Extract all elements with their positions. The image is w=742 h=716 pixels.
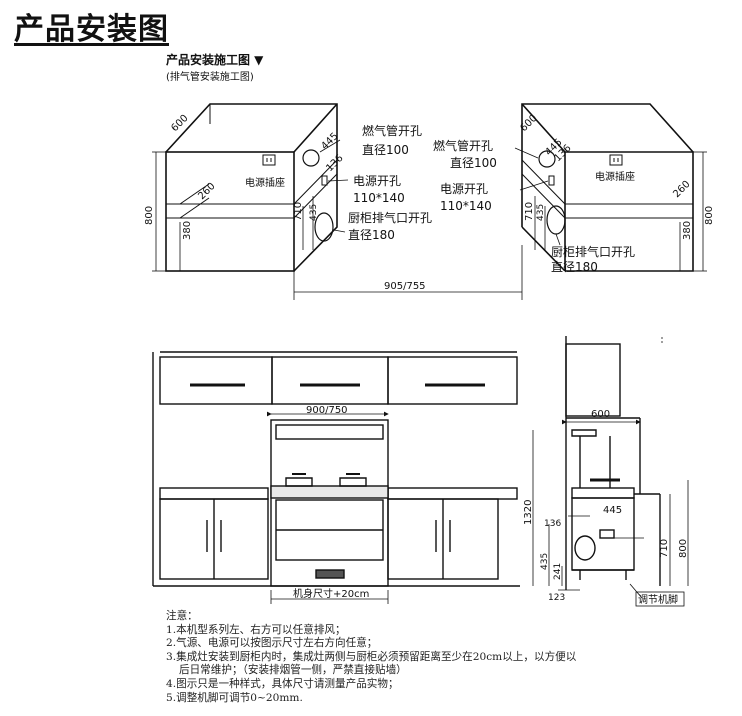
right-dim-380: 380 <box>682 221 693 240</box>
note-item: 5.调整机脚可调节0~20mm. <box>166 691 303 704</box>
side-dim-800: 800 <box>678 539 689 558</box>
left-height-800: 800 <box>144 206 155 225</box>
side-depth-label: 600 <box>591 409 610 420</box>
right-exhaust-dia: 直径180 <box>551 260 598 274</box>
right-height-800: 800 <box>704 206 715 225</box>
left-socket-icon <box>262 154 276 166</box>
note-item: 1.本机型系列左、右方可以任意排风； <box>166 623 346 636</box>
right-gas-hole-label: 燃气管开孔 <box>433 138 493 153</box>
left-depth-label: 600 <box>169 113 190 134</box>
right-dim-435: 435 <box>536 204 546 221</box>
note-item: 后日常维护；（安装排烟管一侧，严禁直接贴墙） <box>179 664 407 677</box>
right-power-hole-label: 电源开孔 <box>440 182 488 196</box>
side-dim-435: 435 <box>540 553 550 570</box>
left-power-hole-size: 110*140 <box>353 191 405 205</box>
side-dim-445: 445 <box>603 505 622 516</box>
foot-label-box <box>635 591 685 607</box>
side-dim-1320: 1320 <box>523 500 534 525</box>
front-opening-width: 900/750 <box>306 405 348 416</box>
gap-width-label: 905/755 <box>384 281 426 292</box>
left-cabinet-drawing <box>165 103 338 272</box>
side-view-dim-lines <box>532 337 689 599</box>
left-power-hole-label: 电源开孔 <box>353 174 401 188</box>
left-dim-136: 136 <box>324 153 345 174</box>
left-gas-hole-label: 燃气管开孔 <box>362 123 422 138</box>
note-item: 4.图示只是一种样式，具体尺寸请测量产品实物； <box>166 677 399 690</box>
diagram-subtitle-note: (排气管安装施工图) <box>166 72 254 83</box>
page-title: 产品安装图 <box>14 12 169 47</box>
front-body-size: 机身尺寸+20cm <box>293 587 369 600</box>
right-dim-260: 260 <box>671 179 692 200</box>
diagram-subtitle: 产品安装施工图 ▼ <box>166 53 264 67</box>
right-gas-hole-dia: 直径100 <box>450 156 497 170</box>
left-exhaust-label: 厨柜排气口开孔 <box>348 210 432 225</box>
right-socket-label: 电源插座 <box>595 170 635 183</box>
left-gas-hole-dia: 直径100 <box>362 143 409 157</box>
right-cabinet-dim-lines <box>514 147 707 272</box>
notes-block: 注意： 1.本机型系列左、右方可以任意排风； 2.气源、电源可以按图示尺寸左右方… <box>166 610 576 705</box>
side-dim-136: 136 <box>544 519 561 529</box>
side-dim-710: 710 <box>659 539 670 558</box>
left-dim-380: 380 <box>182 221 193 240</box>
right-exhaust-label: 厨柜排气口开孔 <box>551 244 635 259</box>
front-view-drawing <box>152 351 520 604</box>
side-dim-123: 123 <box>548 593 565 603</box>
left-dim-435: 435 <box>309 204 319 221</box>
right-power-hole-size: 110*140 <box>440 199 492 213</box>
left-exhaust-dia: 直径180 <box>348 228 395 242</box>
left-dim-260: 260 <box>196 181 217 202</box>
side-dim-241: 241 <box>553 563 563 580</box>
note-item: 3.集成灶安装到厨柜内时，集成灶两侧与厨柜必须预留距离至少在20cm以上，以方便… <box>166 650 577 663</box>
side-foot-label: 调节机脚 <box>638 593 678 606</box>
left-socket-label: 电源插座 <box>245 176 285 189</box>
side-view-drawing <box>565 336 661 590</box>
left-cabinet-dim-lines <box>152 139 523 300</box>
right-dim-710: 710 <box>524 202 535 221</box>
left-dim-710: 710 <box>293 202 304 221</box>
notes-heading: 注意： <box>166 610 198 622</box>
note-item: 2.气源、电源可以按图示尺寸左右方向任意； <box>166 637 378 650</box>
right-socket-icon <box>609 154 623 166</box>
